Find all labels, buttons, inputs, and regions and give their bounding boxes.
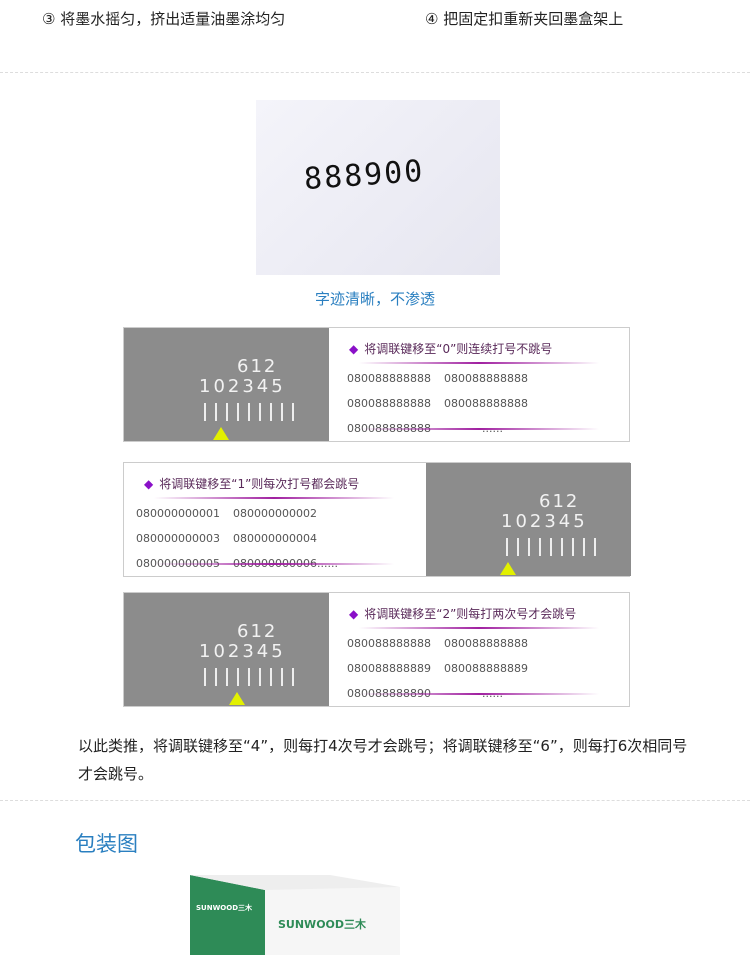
dial-ticks xyxy=(204,668,294,686)
number: 080000000003 xyxy=(136,532,220,545)
step-3: ③ 将墨水摇匀，挤出适量油墨涂均匀 xyxy=(42,10,286,28)
dial-image: 612 102345 xyxy=(124,328,329,441)
dial-top: 612 xyxy=(237,356,278,377)
sample-caption: 字迹清晰，不渗透 xyxy=(314,290,435,308)
number: 080088888888 xyxy=(347,372,431,385)
diamond-icon: ◆ xyxy=(349,342,359,356)
decor-line xyxy=(154,563,394,565)
sample-number: 888900 xyxy=(302,153,426,198)
panel-title: 将调联键移至“2”则每打两次号才会跳号 xyxy=(364,607,577,621)
number: 080000000004 xyxy=(233,532,317,545)
decor-line xyxy=(359,362,599,364)
diamond-icon: ◆ xyxy=(349,607,359,621)
number: 080088888888 xyxy=(444,397,528,410)
dial-image: 612 102345 xyxy=(426,463,631,576)
pointer-icon xyxy=(500,562,516,575)
diamond-icon: ◆ xyxy=(144,477,154,491)
dial-bottom: 102345 xyxy=(199,376,286,397)
number-list: 080088888888 080088888888 080088888888 0800… xyxy=(347,372,637,435)
decor-line xyxy=(154,497,394,499)
step-4: ④ 把固定扣重新夹回墨盒架上 xyxy=(425,10,624,28)
number: 080088888888 xyxy=(347,397,431,410)
decor-line xyxy=(359,428,599,430)
divider xyxy=(0,800,750,801)
explanation-text: 以此类推，将调联键移至“4”，则每打4次号才会跳号；将调联键移至“6”，则每打6… xyxy=(78,737,688,783)
section-title: 包装图 xyxy=(75,832,138,856)
number: 080088888889 xyxy=(444,662,528,675)
panel-setting-2: 612 102345 ◆ 将调联键移至“2”则每打两次号才会跳号 08008888… xyxy=(123,592,630,707)
dial-top: 612 xyxy=(237,621,278,642)
box-side-brand: SUNWOOD三木 xyxy=(196,903,253,912)
dial-top: 612 xyxy=(539,491,580,512)
number: 080088888888 xyxy=(347,637,431,650)
number-list: 080088888888 080088888888 080088888889 0800… xyxy=(347,637,637,700)
number: 080088888888 xyxy=(444,372,528,385)
packaging-box-image: SUNWOOD三木 SUNWOOD三木 xyxy=(190,875,400,955)
box-brand: SUNWOOD三木 xyxy=(278,917,367,931)
decor-line xyxy=(359,693,599,695)
panel-title: 将调联键移至“1”则每次打号都会跳号 xyxy=(159,477,360,491)
number: 080000000001 xyxy=(136,507,220,520)
dial-bottom: 102345 xyxy=(501,511,588,532)
divider xyxy=(0,72,750,73)
dial-bottom: 102345 xyxy=(199,641,286,662)
number: 080088888888 xyxy=(444,637,528,650)
number-list: 080000000001 080000000002 080000000003 0800… xyxy=(136,507,426,570)
pointer-icon xyxy=(213,427,229,440)
dial-ticks xyxy=(506,538,596,556)
dial-ticks xyxy=(204,403,294,421)
pointer-icon xyxy=(229,692,245,705)
number: 080088888889 xyxy=(347,662,431,675)
decor-line xyxy=(359,627,599,629)
number: 080000000002 xyxy=(233,507,317,520)
print-sample-image: 888900 xyxy=(256,100,500,275)
dial-image: 612 102345 xyxy=(124,593,329,706)
panel-setting-0: 612 102345 ◆ 将调联键移至“0”则连续打号不跳号 0800888888… xyxy=(123,327,630,442)
panel-title: 将调联键移至“0”则连续打号不跳号 xyxy=(364,342,553,356)
